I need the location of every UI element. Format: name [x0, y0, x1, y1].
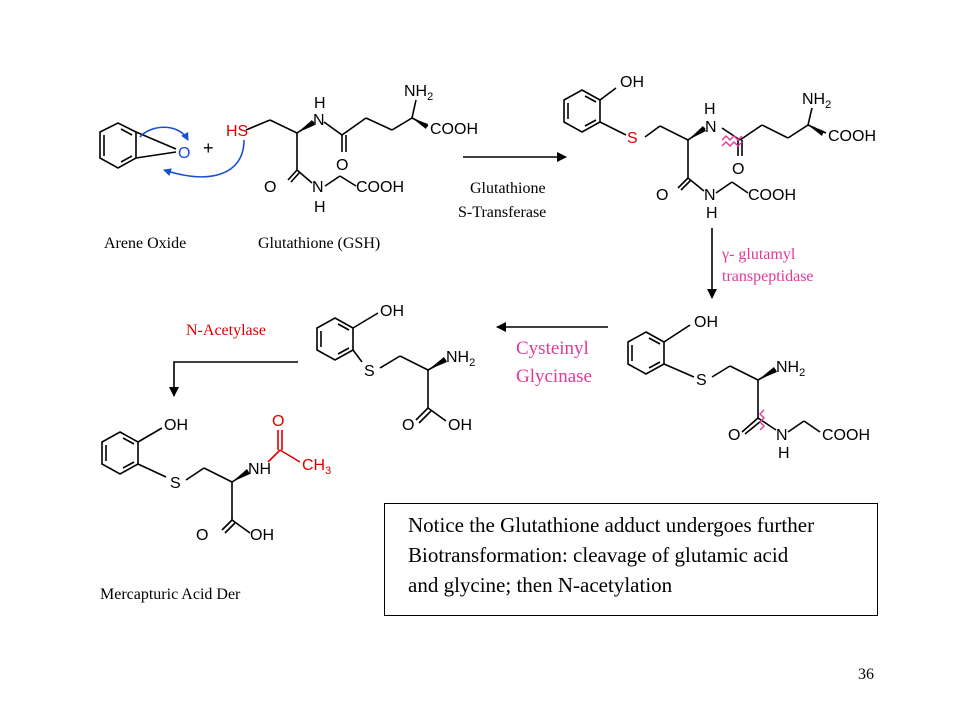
gsc-o-mid-label: O — [732, 161, 744, 178]
cys-s-label: S — [364, 363, 375, 380]
gsc-cooh-glu-label: COOH — [828, 128, 876, 145]
enzyme-cg-line1: Cysteinyl — [516, 338, 589, 359]
cys-oh-label: OH — [380, 303, 404, 320]
arene-oxide-structure — [99, 122, 245, 178]
ma-acetyl-o-label: O — [272, 413, 284, 430]
cg-nh2-label: NH2 — [776, 359, 805, 379]
plus-sign: + — [203, 138, 214, 158]
cysteinylglycine-conjugate-structure — [627, 324, 821, 435]
gsc-h-bottom-label: H — [706, 205, 718, 222]
cysteine-conjugate-structure — [316, 312, 447, 424]
enzyme-cg-line2: Glycinase — [516, 366, 592, 387]
mercapturic-acid-structure — [101, 427, 301, 534]
cys-o-label: O — [402, 417, 414, 434]
gs-conjugate-structure — [563, 87, 827, 194]
gsc-n-bottom-label: N — [704, 187, 716, 204]
ma-ch3-label: CH3 — [302, 457, 331, 477]
gsc-cooh-gly-label: COOH — [748, 187, 796, 204]
gsh-n-bottom-label: N — [312, 179, 324, 196]
enzyme-gst-line1: Glutathione — [470, 180, 546, 197]
gsh-o-mid-label: O — [336, 157, 348, 174]
mercapturic-caption: Mercapturic Acid Der — [100, 586, 241, 603]
enzyme-gst-line2: S-Transferase — [458, 204, 547, 221]
gsh-cooh-gly-label: COOH — [356, 179, 404, 196]
gsc-oh-label: OH — [620, 74, 644, 91]
gsh-nh2-label: NH2 — [404, 83, 433, 103]
arrow-nat — [169, 361, 298, 397]
cg-n-label: N — [776, 427, 788, 444]
gsc-h-top-label: H — [704, 101, 716, 118]
ma-oh-acid-label: OH — [250, 527, 274, 544]
note-line-3: and glycine; then N-acetylation — [408, 573, 673, 597]
cg-h-label: H — [778, 445, 790, 462]
gsh-n-top-label: N — [313, 112, 325, 129]
cys-oh-acid-label: OH — [448, 417, 472, 434]
gsh-cooh-glu-label: COOH — [430, 121, 478, 138]
note-box — [384, 503, 878, 616]
stereo-bonds — [232, 118, 824, 482]
glutathione-caption: Glutathione (GSH) — [258, 235, 381, 252]
cys-nh2-label: NH2 — [446, 349, 475, 369]
gsc-nh2-label: NH2 — [802, 91, 831, 111]
arene-oxide-caption: Arene Oxide — [104, 235, 187, 252]
gsc-o-left-label: O — [656, 187, 668, 204]
enzyme-ggt-line1: γ- glutamyl — [722, 246, 796, 263]
gsc-s-label: S — [627, 130, 638, 147]
gsh-o-left-label: O — [264, 179, 276, 196]
enzyme-ggt-line2: transpeptidase — [722, 268, 814, 285]
ma-nh-label: NH — [248, 461, 271, 478]
cg-cooh-label: COOH — [822, 427, 870, 444]
gsh-h-bottom-label: H — [314, 199, 326, 216]
note-line-1: Notice the Glutathione adduct undergoes … — [408, 513, 815, 537]
cg-s-label: S — [696, 372, 707, 389]
cg-oh-label: OH — [694, 314, 718, 331]
gsc-n-top-label: N — [705, 119, 717, 136]
page-number: 36 — [858, 666, 874, 683]
gsh-h-top-label: H — [314, 95, 326, 112]
enzyme-nat: N-Acetylase — [186, 322, 266, 339]
note-line-2: Biotransformation: cleavage of glutamic … — [408, 543, 789, 567]
ma-s-label: S — [170, 475, 181, 492]
ma-oh-label: OH — [164, 417, 188, 434]
cg-o-label: O — [728, 427, 740, 444]
gsh-hs-label: HS — [226, 123, 248, 140]
ma-o-label: O — [196, 527, 208, 544]
epoxide-o-label: O — [178, 145, 190, 162]
